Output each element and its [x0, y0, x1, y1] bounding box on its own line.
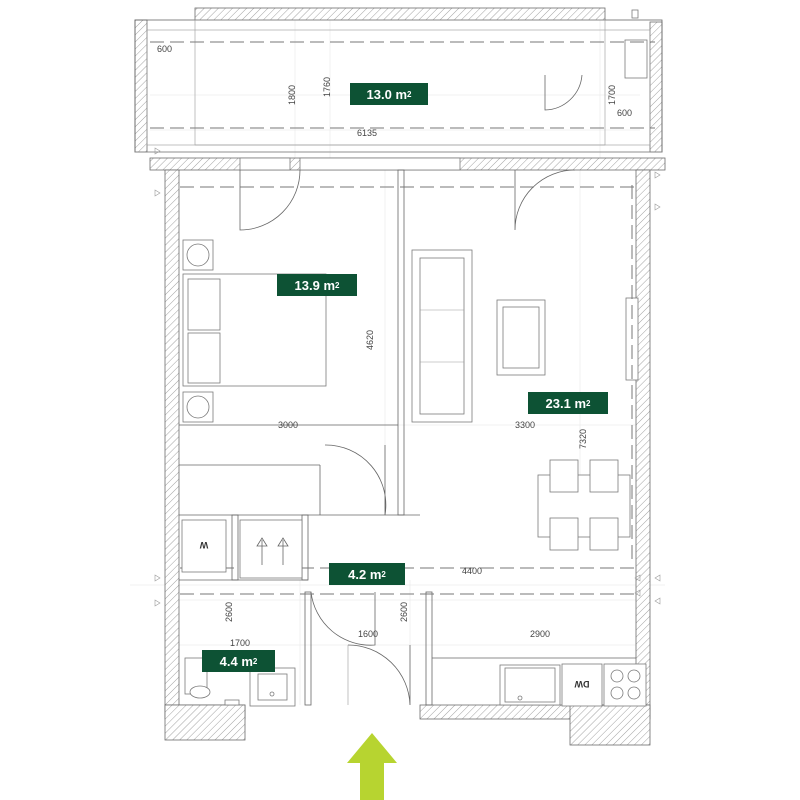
dim-hall-width: 4400	[462, 566, 482, 576]
exterior-walls	[149, 157, 666, 746]
dim-hall-depth: 2600	[399, 602, 409, 622]
bathroom-area-value: 4.4 m	[219, 653, 253, 669]
dimension-labels: 600 1800 1760 1700 600 6135 4620 3000 33…	[157, 44, 632, 648]
balcony-outline	[134, 7, 663, 153]
entrance-arrow-icon	[347, 733, 397, 800]
bedroom-area-unit: 2	[335, 280, 340, 290]
bedroom-area-value: 13.9 m	[294, 277, 336, 293]
bedroom-furniture	[182, 239, 327, 423]
dashed-beam-lines	[150, 41, 655, 595]
dim-living-width: 3300	[515, 420, 535, 430]
hall-area-value: 4.2 m	[348, 566, 382, 582]
section-markers	[154, 147, 661, 607]
dim-bath-width: 1700	[230, 638, 250, 648]
dim-balcony-1800: 1800	[287, 85, 297, 105]
hall-area-unit: 2	[381, 569, 386, 579]
dishwasher-label: DW	[574, 679, 589, 689]
dim-hall-inner-width: 1600	[358, 629, 378, 639]
washer-label: W	[199, 540, 208, 550]
dim-bedroom-width: 3000	[278, 420, 298, 430]
dim-balcony-width: 6135	[357, 128, 377, 138]
dim-balcony-1700: 1700	[607, 85, 617, 105]
dim-balcony-1760: 1760	[322, 77, 332, 97]
dim-balcony-left: 600	[157, 44, 172, 54]
dim-kitchen-width: 2900	[530, 629, 550, 639]
dim-bedroom-depth: 4620	[365, 330, 375, 350]
bathroom-area-unit: 2	[252, 656, 258, 666]
balcony-area-unit: 2	[407, 89, 412, 99]
kitchen-fixtures: DW	[499, 663, 647, 707]
doors	[239, 74, 583, 706]
dim-balcony-right: 600	[617, 108, 632, 118]
interior-walls	[179, 169, 636, 706]
dim-living-depth: 7320	[578, 429, 588, 449]
utility-fixtures: W	[181, 519, 303, 579]
living-area-value: 23.1 m	[545, 395, 587, 411]
bathroom-fixtures	[184, 657, 296, 707]
balcony-area-value: 13.0 m	[366, 86, 408, 102]
living-furniture	[411, 249, 631, 551]
dim-bath-depth: 2600	[224, 602, 234, 622]
living-area-unit: 2	[586, 398, 591, 408]
